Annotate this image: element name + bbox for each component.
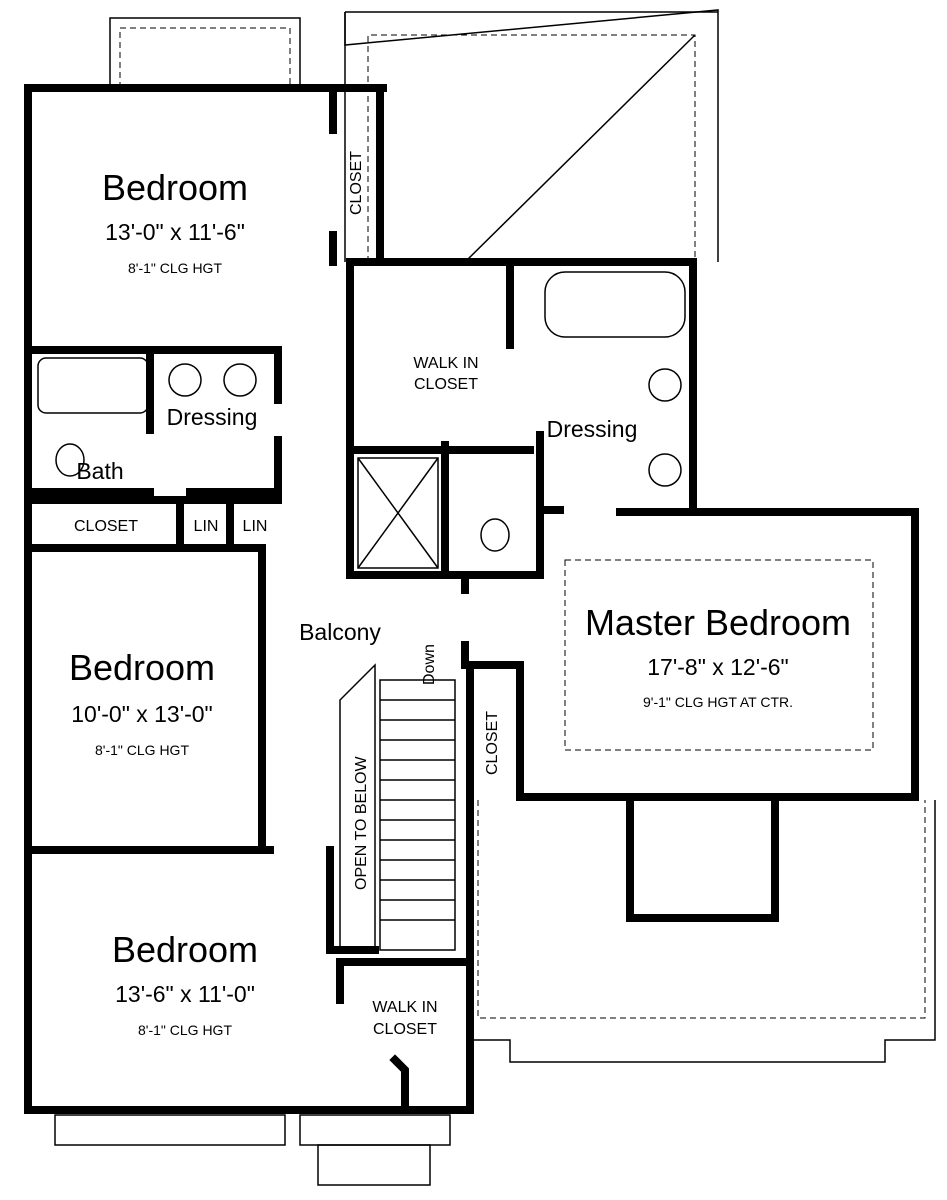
bath-label: Bath [76, 458, 123, 484]
ceiling-height: 8'-1" CLG HGT [128, 260, 222, 276]
dressing-label: Dressing [547, 416, 638, 442]
stair-treads [380, 699, 455, 921]
ceiling-height: 8'-1" CLG HGT [95, 742, 189, 758]
railing [339, 663, 376, 950]
stairs [379, 679, 456, 951]
linen-label: LIN [243, 518, 268, 535]
fixtures [37, 271, 874, 951]
room-size: 13'-6" x 11'-0" [115, 981, 255, 1007]
room-name: Bedroom [112, 929, 258, 970]
room-size: 10'-0" x 13'-0" [71, 701, 212, 727]
walk-in-closet-label: WALK IN [372, 999, 437, 1016]
room-name: Bedroom [69, 647, 215, 688]
walk-in-closet-label: WALK IN [413, 355, 478, 372]
ceiling-height: 8'-1" CLG HGT [138, 1022, 232, 1038]
room-size: 17'-8" x 12'-6" [647, 654, 788, 680]
walk-in-closet-label: CLOSET [414, 376, 478, 393]
shower-icon [357, 457, 439, 569]
bathtub-icon [544, 271, 686, 338]
balcony-label: Balcony [299, 619, 381, 645]
closet-label: CLOSET [348, 151, 365, 215]
room-name: Master Bedroom [585, 602, 851, 643]
sink-icon [648, 453, 682, 487]
roof-outline [54, 9, 936, 1186]
ceiling-height: 9'-1" CLG HGT AT CTR. [643, 694, 793, 710]
sink-icon [168, 363, 202, 397]
down-label: Down [421, 644, 438, 685]
sink-icon [648, 368, 682, 402]
walls [24, 84, 919, 1114]
open-to-below-label: OPEN TO BELOW [353, 755, 370, 890]
closet-label: CLOSET [484, 711, 501, 775]
bathtub-icon [37, 357, 149, 414]
sink-icon [223, 363, 257, 397]
linen-label: LIN [194, 518, 219, 535]
room-name: Bedroom [102, 167, 248, 208]
closet-label: CLOSET [74, 518, 138, 535]
walk-in-closet-label: CLOSET [373, 1021, 437, 1038]
toilet-icon [55, 443, 85, 477]
room-size: 13'-0" x 11'-6" [105, 219, 245, 245]
dressing-label: Dressing [167, 404, 258, 430]
toilet-icon [480, 518, 510, 552]
